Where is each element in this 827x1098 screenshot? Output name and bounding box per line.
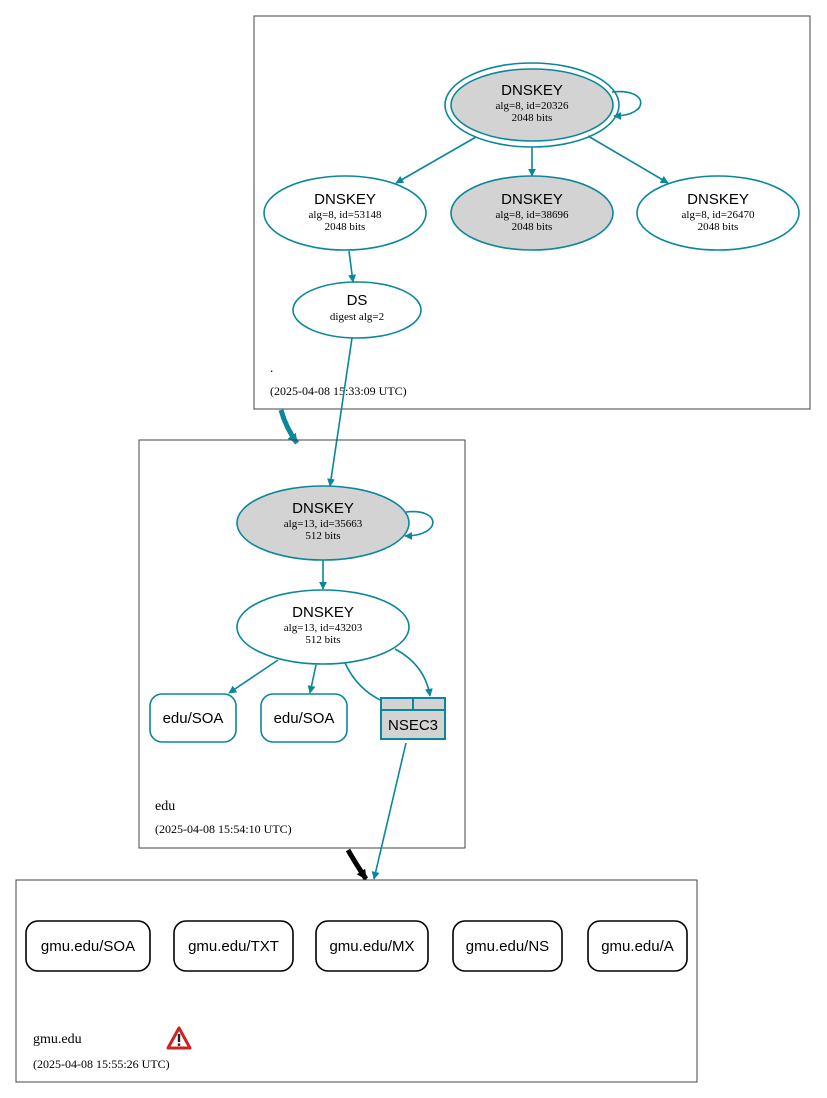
edge-43203-to-soa2 (307, 664, 317, 694)
zone-root-border (253, 15, 811, 410)
zone-edu-name: edu (155, 799, 175, 814)
edge-53148-to-ds (348, 250, 357, 283)
edge-ds-to-edu-35663 (327, 337, 353, 487)
edge-43203-to-nsec3-b (394, 648, 433, 697)
node-dnskey-20326-title: DNSKEY (501, 82, 563, 99)
edge-20326-to-26470 (587, 135, 669, 184)
node-dnskey-20326-line1: alg=8, id=20326 (496, 100, 569, 112)
node-gmu-rrset-label: gmu.edu/A (601, 938, 674, 955)
edge-delegation-edu-to-gmu (345, 848, 369, 881)
node-dnskey-43203: DNSKEY alg=13, id=43203 512 bits (236, 589, 410, 665)
node-dnskey-53148-line2: 2048 bits (325, 221, 366, 233)
node-dnskey-35663: DNSKEY alg=13, id=35663 512 bits (236, 485, 410, 561)
node-gmu-rrset: gmu.edu/NS (452, 920, 563, 972)
node-gmu-rrset-label: gmu.edu/NS (466, 938, 549, 955)
node-dnskey-35663-line1: alg=13, id=35663 (284, 518, 363, 530)
node-edu-soa-2: edu/SOA (260, 693, 348, 743)
node-dnskey-26470-title: DNSKEY (687, 191, 749, 208)
zone-gmu-name: gmu.edu (33, 1032, 82, 1047)
node-dnskey-20326-outer (444, 62, 620, 148)
node-edu-soa-1: edu/SOA (149, 693, 237, 743)
node-dnskey-26470-shape (636, 175, 800, 251)
node-dnskey-43203-title: DNSKEY (292, 604, 354, 621)
node-edu-soa-1-shape (149, 693, 237, 743)
zone-gmu: gmu.edu (2025-04-08 15:55:26 UTC) (15, 879, 698, 1083)
node-dnskey-43203-line2: 512 bits (305, 634, 340, 646)
edge-20326-self (611, 90, 642, 120)
edge-delegation-root-to-edu (278, 409, 300, 445)
zone-edu-timestamp: (2025-04-08 15:54:10 UTC) (155, 822, 292, 836)
zone-root: . (2025-04-08 15:33:09 UTC) (253, 15, 811, 410)
node-edu-soa-2-label: edu/SOA (274, 710, 335, 727)
node-dnskey-53148: DNSKEY alg=8, id=53148 2048 bits (263, 175, 427, 251)
zone-edu-border (138, 439, 466, 849)
node-dnskey-53148-shape (263, 175, 427, 251)
node-gmu-rrset: gmu.edu/TXT (173, 920, 294, 972)
node-gmu-rrset-label: gmu.edu/TXT (188, 938, 279, 955)
node-gmu-rrset-label: gmu.edu/MX (329, 938, 414, 955)
zone-root-name: . (270, 360, 273, 375)
node-edu-soa-1-label: edu/SOA (163, 710, 224, 727)
node-gmu-rrset: gmu.edu/MX (315, 920, 429, 972)
node-dnskey-43203-line1: alg=13, id=43203 (284, 622, 363, 634)
node-dnskey-38696-shape (450, 175, 614, 251)
zone-root-timestamp: (2025-04-08 15:33:09 UTC) (270, 384, 407, 398)
gmu-rrsets: gmu.edu/SOA gmu.edu/TXT gmu.edu/MX gmu.edu/… (25, 920, 688, 972)
node-dnskey-43203-shape (236, 589, 410, 665)
zone-gmu-timestamp: (2025-04-08 15:55:26 UTC) (33, 1057, 170, 1071)
zone-gmu-border (15, 879, 698, 1083)
node-dnskey-38696-title: DNSKEY (501, 191, 563, 208)
node-dnskey-26470: DNSKEY alg=8, id=26470 2048 bits (636, 175, 800, 251)
node-nsec3-label: NSEC3 (388, 717, 438, 734)
node-ds-shape (292, 281, 422, 339)
node-gmu-rrset: gmu.edu/A (587, 920, 688, 972)
edge-nsec3-to-gmu (371, 742, 407, 880)
node-dnskey-26470-line1: alg=8, id=26470 (682, 209, 755, 221)
node-gmu-rrset-shape (587, 920, 688, 972)
node-gmu-rrset-shape (452, 920, 563, 972)
node-ds-line1: digest alg=2 (330, 311, 384, 323)
warning-triangle-icon (166, 1026, 192, 1050)
node-nsec3: NSEC3 (380, 697, 446, 740)
zone-edu: edu (2025-04-08 15:54:10 UTC) (138, 439, 466, 849)
node-edu-soa-2-shape (260, 693, 348, 743)
node-dnskey-35663-title: DNSKEY (292, 500, 354, 517)
edge-20326-to-53148 (395, 136, 477, 184)
edge-35663-self (404, 510, 434, 540)
node-dnskey-20326-line2: 2048 bits (512, 112, 553, 124)
node-dnskey-35663-line2: 512 bits (305, 530, 340, 542)
edge-43203-to-soa1 (228, 659, 279, 694)
node-dnskey-53148-line1: alg=8, id=53148 (309, 209, 382, 221)
node-gmu-rrset-shape (315, 920, 429, 972)
node-dnskey-20326: DNSKEY alg=8, id=20326 2048 bits (444, 62, 620, 148)
node-dnskey-38696-line1: alg=8, id=38696 (496, 209, 569, 221)
node-dnskey-38696-line2: 2048 bits (512, 221, 553, 233)
node-gmu-rrset-shape (25, 920, 151, 972)
node-ds: DS digest alg=2 (292, 281, 422, 339)
node-dnskey-35663-shape (236, 485, 410, 561)
node-gmu-rrset-shape (173, 920, 294, 972)
node-gmu-rrset-label: gmu.edu/SOA (41, 938, 135, 955)
node-dnskey-20326-inner (450, 68, 614, 142)
node-dnskey-26470-line2: 2048 bits (698, 221, 739, 233)
node-dnskey-53148-title: DNSKEY (314, 191, 376, 208)
node-dnskey-38696: DNSKEY alg=8, id=38696 2048 bits (450, 175, 614, 251)
node-ds-title: DS (347, 292, 368, 309)
node-gmu-rrset: gmu.edu/SOA (25, 920, 151, 972)
